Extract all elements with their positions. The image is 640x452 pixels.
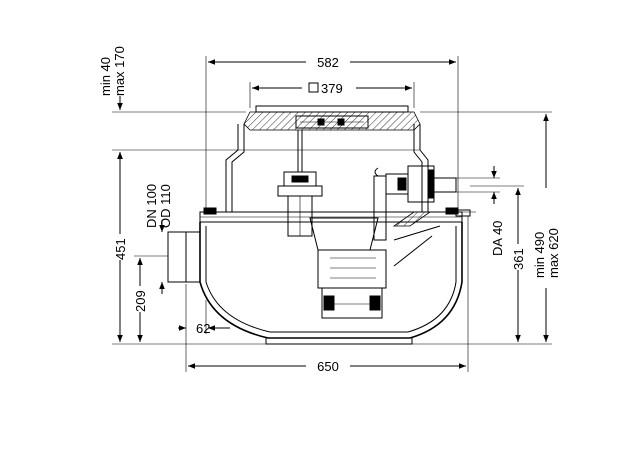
dim-inlet-offset: 62 [196,321,210,336]
dim-cover-size: 379 [321,81,343,96]
dim-adjust-min: min 40 [98,57,113,96]
cover-frame [243,105,421,131]
dim-overall-min: min 490 [532,232,547,278]
dim-outlet-da: DA 40 [490,221,505,256]
dim-total-height: 451 [113,238,128,260]
dim-inlet-dn: DN 100 [144,184,159,228]
dim-overall-max: max 620 [546,228,561,278]
float-switch-assembly [277,130,323,237]
dim-inlet-height: 209 [133,290,148,312]
dim-inlet-od: OD 110 [158,184,173,228]
dim-outlet-height: 361 [511,248,526,270]
discharge-pipe [373,165,476,267]
dim-top-width: 582 [317,55,339,70]
inlet-pipe [167,231,207,283]
pump-unit [309,217,387,319]
dimension-lines [112,56,552,372]
dim-base-width: 650 [317,359,339,374]
tank-body [199,207,463,345]
dim-adjust-max: max 170 [112,46,127,96]
square-symbol-icon [308,82,319,93]
riser-shaft [225,124,429,212]
